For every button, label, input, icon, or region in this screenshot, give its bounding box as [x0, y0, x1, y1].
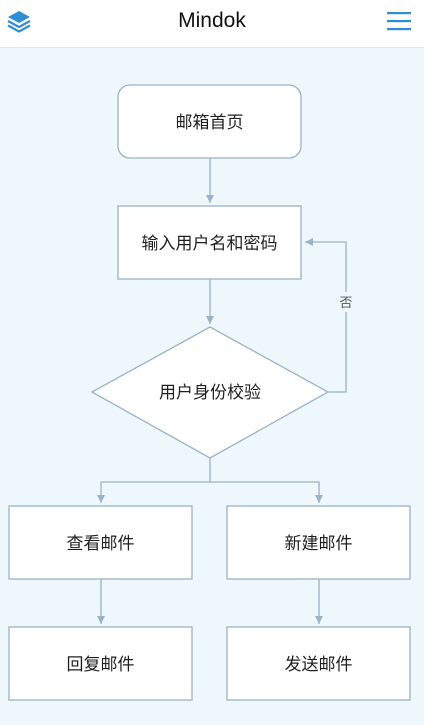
node-view-mail-label: 查看邮件: [67, 534, 135, 554]
node-reply-mail[interactable]: [8, 626, 193, 701]
flowchart-canvas: 否 邮箱首页 输入用户名和密码 用户身份校验 查看邮件 新建邮件 回复邮件 发送…: [0, 48, 424, 725]
node-mailbox-home-label: 邮箱首页: [176, 113, 244, 133]
edge-label-no: 否: [339, 296, 352, 311]
node-send-mail[interactable]: [226, 626, 411, 701]
node-mailbox-home[interactable]: [117, 84, 302, 159]
flowchart-diagram: 否 邮箱首页 输入用户名和密码 用户身份校验 查看邮件 新建邮件 回复邮件 发送…: [8, 84, 411, 701]
app-title: Mindok: [178, 9, 246, 32]
node-view-mail[interactable]: [8, 505, 193, 580]
edge-verify-to-view: [97, 458, 211, 503]
app-header: Mindok: [0, 0, 424, 48]
node-enter-credentials-label: 输入用户名和密码: [142, 234, 278, 254]
edge-verify-to-new: [210, 481, 323, 503]
layers-icon[interactable]: [6, 8, 32, 34]
node-enter-credentials[interactable]: [117, 205, 302, 280]
node-reply-mail-label: 回复邮件: [67, 655, 135, 675]
node-verify-identity[interactable]: [90, 326, 330, 459]
node-new-mail-label: 新建邮件: [285, 534, 353, 554]
edge-verify-no-loop: [305, 238, 347, 393]
node-new-mail[interactable]: [226, 505, 411, 580]
hamburger-menu-icon[interactable]: [386, 9, 412, 33]
edge-label-bg: [336, 292, 356, 312]
node-verify-identity-label: 用户身份校验: [159, 383, 261, 403]
node-send-mail-label: 发送邮件: [285, 655, 353, 675]
